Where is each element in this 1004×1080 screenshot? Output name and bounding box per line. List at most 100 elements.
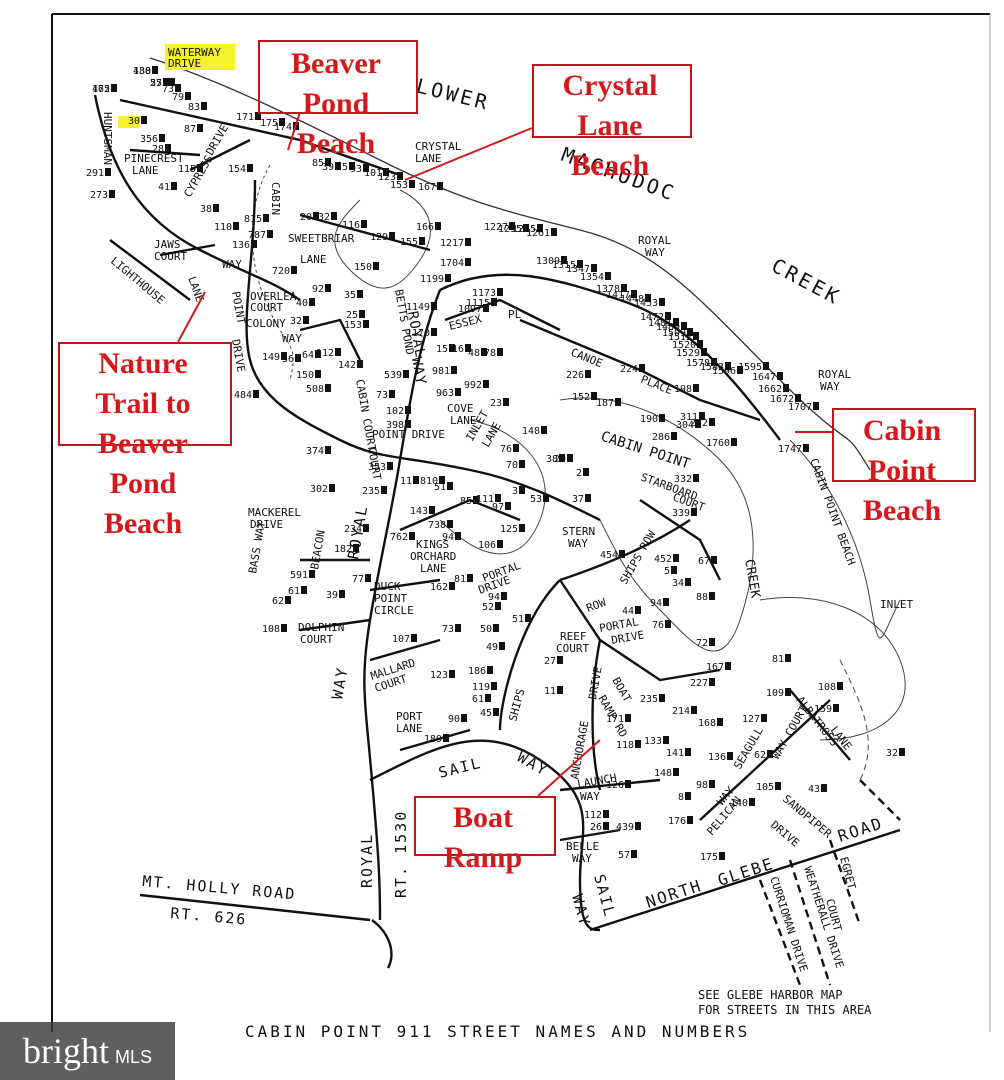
roads — [93, 94, 901, 969]
house-number: 43 — [808, 784, 820, 795]
house-marker — [373, 262, 379, 270]
mls-logo-text: MLS — [114, 1046, 152, 1067]
house-number: 1217 — [440, 238, 464, 249]
street-royal-top-2: WAY — [645, 246, 665, 259]
house-number: 53 — [530, 494, 542, 505]
house-number: 1115 — [466, 298, 490, 309]
street-sweetbriar: SWEETBRIAR — [288, 232, 355, 245]
house-marker — [169, 78, 175, 86]
house-number: 304 — [676, 420, 694, 431]
house-marker — [389, 390, 395, 398]
house-marker — [443, 734, 449, 742]
street-mackerel-2: DRIVE — [250, 518, 283, 531]
street-huntsman: HUNTSMAN — [101, 112, 114, 165]
house-number: 148 — [522, 426, 540, 437]
house-number: 97 — [492, 502, 504, 513]
leader-boat-ramp — [537, 739, 601, 797]
house-marker — [281, 352, 287, 360]
road-sandpiper — [699, 699, 831, 821]
house-marker — [335, 162, 341, 170]
house-marker — [197, 164, 203, 172]
house-number: 1173 — [472, 288, 496, 299]
house-marker — [152, 66, 158, 74]
house-number: 62 — [272, 596, 284, 607]
house-marker — [255, 112, 261, 120]
house-number: 1245 — [512, 224, 536, 235]
house-marker — [685, 748, 691, 756]
street-sail-south: SAIL — [590, 872, 619, 919]
street-anchorage-2: DRIVE — [586, 666, 605, 701]
house-marker — [673, 768, 679, 776]
street-rt-1530: RT. 1530 — [392, 810, 410, 898]
house-number: 136 — [708, 752, 726, 763]
house-number: 1227 — [484, 222, 508, 233]
house-number: 1453 — [634, 298, 658, 309]
house-marker — [711, 358, 717, 366]
street-way-court: WAY COURT — [769, 703, 810, 761]
house-number: 454 — [600, 550, 618, 561]
house-marker — [497, 540, 503, 548]
house-number: 226 — [566, 370, 584, 381]
house-marker — [331, 212, 337, 220]
house-marker — [449, 670, 455, 678]
house-marker — [495, 494, 501, 502]
street-port-lane: PORT — [396, 710, 423, 723]
house-marker — [111, 84, 117, 92]
house-marker — [635, 606, 641, 614]
house-marker — [357, 360, 363, 368]
house-number: 48 — [468, 348, 480, 359]
house-marker — [785, 688, 791, 696]
house-marker — [449, 582, 455, 590]
house-number: 1315 — [552, 260, 576, 271]
house-number: 51 — [512, 614, 524, 625]
house-marker — [363, 164, 369, 172]
house-number: 273 — [90, 190, 108, 201]
house-number: 38 — [546, 454, 558, 465]
house-number: 94 — [488, 592, 500, 603]
house-marker — [359, 310, 365, 318]
house-marker — [543, 494, 549, 502]
street-way: WAY — [222, 258, 242, 271]
house-number: 62 — [754, 750, 766, 761]
house-marker — [397, 172, 403, 180]
inlet-east-shore — [759, 597, 906, 741]
house-marker — [281, 624, 287, 632]
street-dolphin: DOLPHIN — [298, 621, 344, 634]
house-marker — [325, 446, 331, 454]
house-marker — [605, 272, 611, 280]
street-kings-2: ORCHARD — [410, 550, 456, 563]
house-number: 1309 — [536, 256, 560, 267]
house-marker — [465, 344, 471, 352]
house-number: 78 — [484, 348, 496, 359]
house-number: 332 — [674, 474, 692, 485]
label-creek: CREEK — [768, 253, 846, 310]
street-cypress: CYPRESS — [181, 153, 215, 200]
house-marker — [709, 592, 715, 600]
house-marker — [665, 620, 671, 628]
house-marker — [315, 350, 321, 358]
street-beacon: BEACON — [308, 529, 328, 570]
street-point: POINT — [229, 290, 248, 325]
house-number: 176 — [668, 816, 686, 827]
callout-crystal-lane-box — [532, 64, 692, 138]
house-marker — [437, 182, 443, 190]
road-curriomen — [758, 879, 802, 986]
house-number: 83 — [188, 102, 200, 113]
house-number: 214 — [672, 706, 690, 717]
road-egret — [828, 839, 862, 926]
house-number: 26 — [590, 822, 602, 833]
house-marker — [309, 298, 315, 306]
callout-crystal-lane-beach: Crystal Lane Beach — [562, 69, 658, 182]
house-number: 1489 — [656, 322, 680, 333]
house-marker — [761, 714, 767, 722]
house-marker — [349, 162, 355, 170]
road-sail-way — [369, 739, 601, 932]
road-portal-drive-east — [559, 579, 721, 682]
house-marker — [363, 320, 369, 328]
house-marker — [763, 362, 769, 370]
house-marker — [431, 302, 437, 310]
house-number: 1760 — [706, 438, 730, 449]
street-ships: SHIPS — [506, 687, 527, 722]
street-crystal-2: LANE — [415, 152, 442, 165]
house-number: 70 — [506, 460, 518, 471]
